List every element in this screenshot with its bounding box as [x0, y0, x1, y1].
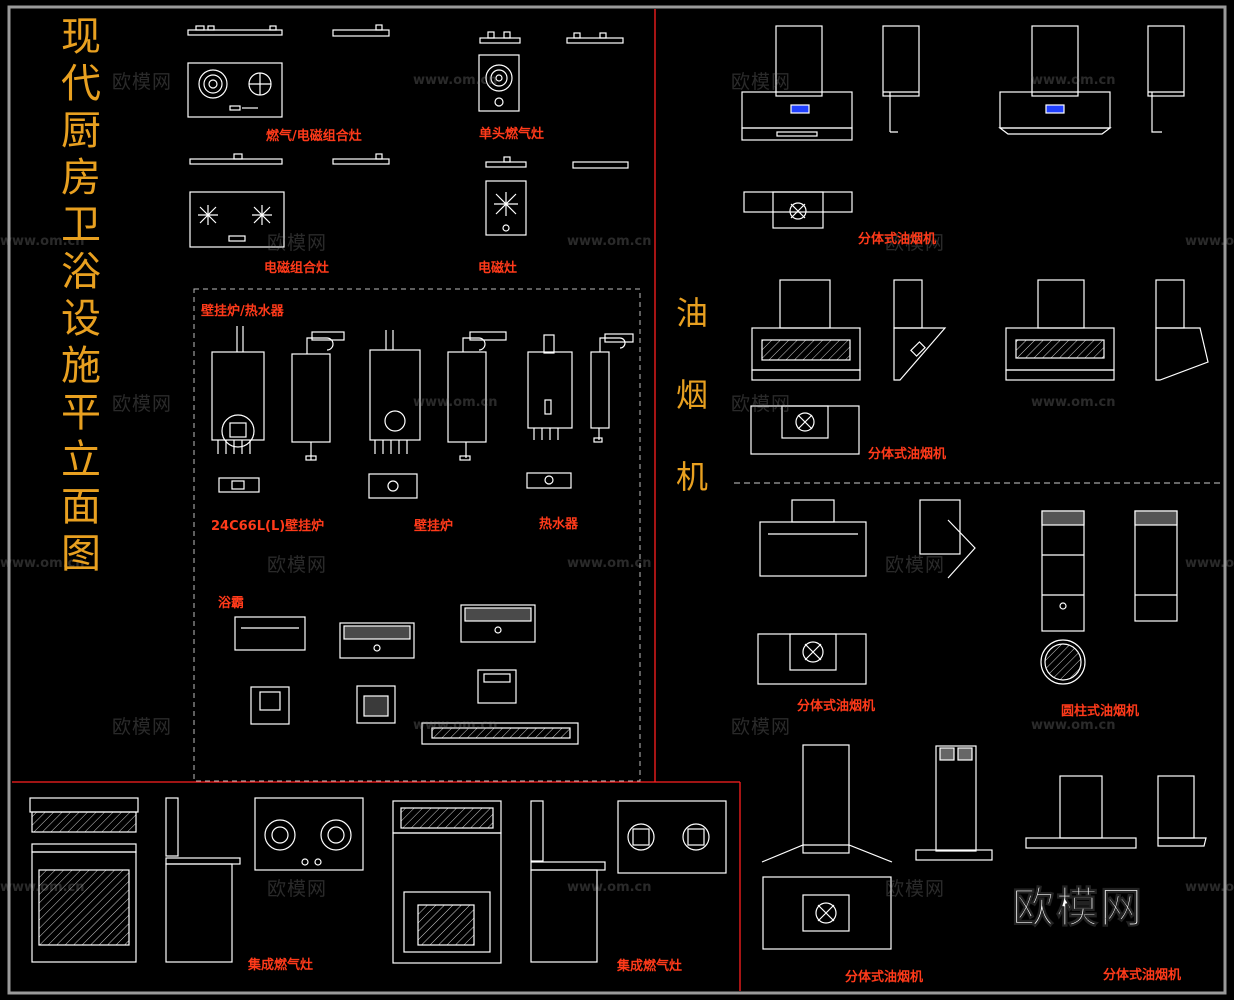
- hood-a-front: [741, 25, 853, 141]
- watermark-text: 欧模网: [731, 716, 792, 738]
- label-single-gas: 单头燃气灶: [479, 127, 545, 142]
- split-hood-3-plan: [757, 633, 867, 685]
- induction-combo-stove: [189, 153, 390, 248]
- hood-a-side: [882, 25, 920, 133]
- integrated-stove-2-plan: [617, 800, 727, 874]
- hood-e-front: [759, 499, 867, 577]
- label-split-hood-2: 分体式油烟机: [868, 447, 947, 462]
- watermark-text: 欧模网: [885, 878, 946, 900]
- hood-f-front: [761, 744, 893, 863]
- watermark-url: www.om.cn: [413, 73, 498, 88]
- label-split-hood-4: 分体式油烟机: [845, 970, 924, 985]
- watermark-url: www.om.cn: [1031, 718, 1116, 733]
- watermark-text: 欧模网: [885, 554, 946, 576]
- label-gas-induction-combo: 燃气/电磁组合灶: [266, 129, 362, 144]
- split-hood-2-plan: [750, 405, 860, 455]
- integrated-stove-1: [29, 797, 139, 963]
- label-integrated-stove-1: 集成燃气灶: [248, 958, 314, 973]
- watermark-url: www.om.cn: [1031, 395, 1116, 410]
- watermark-url: www.om.cn: [0, 234, 85, 249]
- watermark-text: 欧模网: [112, 393, 173, 415]
- integrated-stove-1-plan: [254, 797, 364, 871]
- hood-d-side: [1155, 279, 1209, 381]
- watermark-url: www.om.cn: [1185, 556, 1234, 571]
- watermark-url: www.om.cn: [1031, 73, 1116, 88]
- water-heater: [526, 334, 573, 489]
- watermark-text: 欧模网: [267, 554, 328, 576]
- watermark-url: www.om.cn: [413, 718, 498, 733]
- wall-boiler-2-side: [447, 331, 507, 461]
- hood-e-side: [919, 499, 976, 579]
- hood-b-side: [1147, 25, 1185, 133]
- cylinder-hood-front: [1041, 510, 1085, 632]
- wall-boiler-1: [211, 326, 265, 493]
- hood-h-side: [1157, 775, 1207, 847]
- watermark-text: 欧模网: [267, 232, 328, 254]
- hood-c-front: [751, 279, 861, 381]
- cylinder-hood-plan: [1040, 639, 1086, 685]
- label-split-hood-3: 分体式油烟机: [797, 699, 876, 714]
- cylinder-hood-side: [1134, 510, 1178, 622]
- label-wall-boiler-heater: 壁挂炉/热水器: [201, 304, 284, 319]
- gas-induction-combo-stove: [187, 24, 390, 118]
- label-integrated-stove-2: 集成燃气灶: [617, 959, 683, 974]
- wall-boiler-2: [368, 330, 421, 499]
- drawing-title: 现 代 厨 房 卫 浴 设 施 平 立 面 图: [61, 14, 101, 577]
- induction-stove: [485, 156, 629, 236]
- watermark-url: www.om.cn: [1185, 234, 1234, 249]
- label-water-heater: 热水器: [539, 517, 579, 532]
- hood-h-front: [1025, 775, 1137, 849]
- split-hood-4-plan: [762, 876, 892, 950]
- wall-boiler-1-side: [291, 331, 345, 461]
- label-boiler-model: 24C66L(L)壁挂炉: [211, 519, 325, 534]
- water-heater-side: [590, 333, 634, 443]
- watermark-url: www.om.cn: [567, 880, 652, 895]
- hood-g-front: [915, 745, 993, 861]
- label-boiler: 壁挂炉: [414, 519, 454, 534]
- boiler-section-box: [193, 288, 641, 782]
- watermark-text: 欧模网: [112, 716, 173, 738]
- split-hood-1-plan: [743, 191, 853, 229]
- watermark-text: 欧模网: [267, 878, 328, 900]
- label-induction-combo: 电磁组合灶: [264, 261, 330, 276]
- watermark-text: 欧模网: [731, 71, 792, 93]
- hood-b-front: [998, 25, 1112, 135]
- integrated-stove-2: [392, 800, 502, 964]
- watermark-url: www.om.cn: [0, 880, 85, 895]
- big-watermark: 欧模网: [1011, 883, 1145, 933]
- outer-frame: [7, 5, 1227, 995]
- integrated-stove-2-side: [530, 800, 606, 963]
- watermark-text: 欧模网: [885, 232, 946, 254]
- label-split-hood-1: 分体式油烟机: [858, 232, 937, 247]
- watermark-url: www.om.cn: [567, 234, 652, 249]
- label-induction: 电磁灶: [478, 261, 518, 276]
- watermark-url: www.om.cn: [567, 556, 652, 571]
- hood-d-front: [1005, 279, 1115, 381]
- watermark-text: 欧模网: [112, 71, 173, 93]
- watermark-url: www.om.cn: [0, 556, 85, 571]
- watermark-url: www.om.cn: [1185, 880, 1234, 895]
- single-gas-stove: [478, 31, 624, 112]
- label-yuba: 浴霸: [218, 596, 245, 611]
- yuba-units: [234, 604, 579, 745]
- section-dividers: [12, 9, 741, 991]
- watermark-text: 欧模网: [731, 393, 792, 415]
- label-split-hood-5: 分体式油烟机: [1103, 968, 1182, 983]
- watermark-url: www.om.cn: [413, 395, 498, 410]
- integrated-stove-1-side: [165, 797, 241, 963]
- label-cylinder-hood: 圆柱式油烟机: [1061, 704, 1140, 719]
- hood-section-title: 油 烟 机: [675, 294, 708, 496]
- hood-c-side: [893, 279, 947, 381]
